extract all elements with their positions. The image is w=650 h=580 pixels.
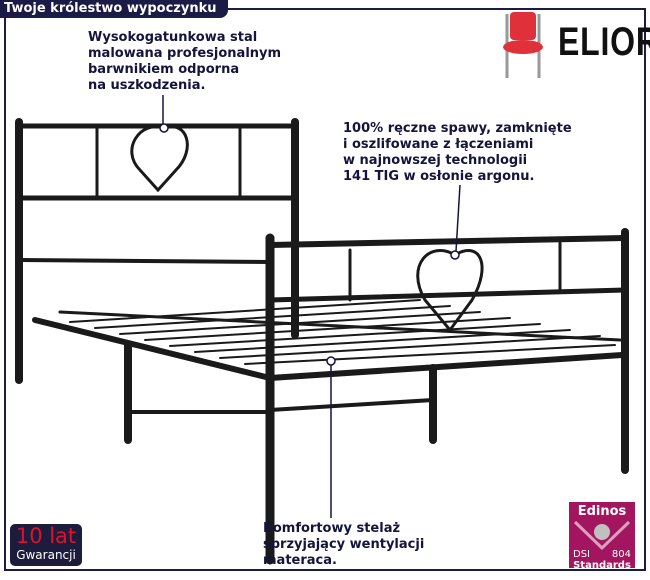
annotation-slats: Komfortowy stelaż sprzyjający wentylacji… <box>263 521 425 568</box>
callout-dot <box>326 356 336 366</box>
chair-icon <box>503 12 543 78</box>
certificate-v-icon <box>573 520 631 550</box>
callout-dot <box>159 123 169 133</box>
frame-border <box>4 8 646 571</box>
certificate-badge: Edinos DSI 804 Standards <box>569 502 635 571</box>
warranty-label: Gwarancji <box>16 548 76 562</box>
warranty-badge: 10 lat Gwarancji <box>10 524 82 566</box>
certificate-right: 804 <box>611 549 631 560</box>
annotation-welds: 100% ręczne spawy, zamknięte i oszlifowa… <box>343 121 572 184</box>
warranty-value: 10 lat <box>15 524 77 548</box>
header-title: Twoje królestwo wypoczynku <box>0 0 229 18</box>
certificate-label: Standards <box>573 560 631 571</box>
brand-logo: ELIOR <box>558 20 650 64</box>
certificate-brand: Edinos <box>577 504 627 519</box>
annotation-steel: Wysokogatunkowa stal malowana profesjona… <box>88 30 282 93</box>
callout-dot <box>450 250 460 260</box>
certificate-left: DSI <box>573 549 590 560</box>
